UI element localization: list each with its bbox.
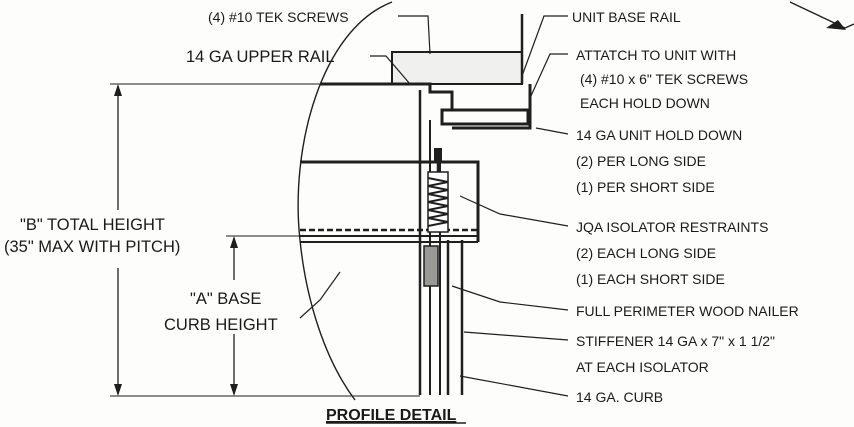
label-curb: 14 GA. CURB — [576, 389, 663, 405]
label-hold-down-3: (1) PER SHORT SIDE — [576, 179, 715, 195]
label-attach-2: (4) #10 x 6" TEK SCREWS — [580, 71, 748, 87]
label-base-height-2: CURB HEIGHT — [164, 316, 278, 334]
label-restraints-2: (2) EACH LONG SIDE — [576, 245, 716, 261]
leader-unit-base-rail — [521, 15, 568, 77]
total-height-dimension — [110, 83, 420, 397]
leader-stiffener — [463, 331, 569, 341]
isolator-housing — [300, 160, 480, 243]
label-attach-3: EACH HOLD DOWN — [580, 95, 710, 111]
leader-tek-screws — [398, 15, 431, 55]
leader-hold-down — [535, 127, 569, 135]
wood-nailer — [423, 245, 439, 287]
unit-hold-down — [452, 84, 532, 130]
diagram-title: PROFILE DETAIL — [326, 407, 457, 424]
label-nailer: FULL PERIMETER WOOD NAILER — [576, 303, 799, 319]
leader-nailer — [451, 285, 569, 311]
detail-arrow — [789, 1, 854, 29]
label-hold-down-1: 14 GA UNIT HOLD DOWN — [576, 127, 742, 143]
label-base-height-1: "A" BASE — [190, 290, 261, 308]
label-unit-base-rail: UNIT BASE RAIL — [572, 9, 681, 25]
upper-rail — [320, 82, 530, 126]
label-upper-rail: 14 GA UPPER RAIL — [186, 48, 335, 66]
label-attach-1: ATTATCH TO UNIT WITH — [576, 47, 736, 63]
base-height-dimension — [226, 235, 300, 396]
leader-base-height — [299, 271, 341, 319]
label-tek-screws: (4) #10 TEK SCREWS — [208, 9, 349, 25]
label-restraints-1: JQA ISOLATOR RESTRAINTS — [576, 219, 768, 235]
unit-base-rail — [391, 14, 524, 85]
leader-attach — [529, 53, 568, 99]
label-hold-down-2: (2) PER LONG SIDE — [576, 153, 706, 169]
leader-upper-rail — [370, 55, 411, 85]
leader-curb — [459, 375, 569, 397]
leader-restraints — [459, 195, 569, 227]
detail-circle-arc — [297, 1, 393, 401]
label-stiffener-2: AT EACH ISOLATOR — [576, 359, 709, 375]
spring-isolator — [427, 148, 449, 233]
label-restraints-3: (1) EACH SHORT SIDE — [576, 271, 725, 287]
label-stiffener-1: STIFFENER 14 GA x 7" x 1 1/2" — [576, 333, 775, 349]
detail-arrow-head — [826, 20, 846, 30]
leader-lines — [299, 15, 569, 397]
label-total-height-1: "B" TOTAL HEIGHT — [20, 216, 165, 234]
label-total-height-2: (35" MAX WITH PITCH) — [4, 238, 180, 256]
